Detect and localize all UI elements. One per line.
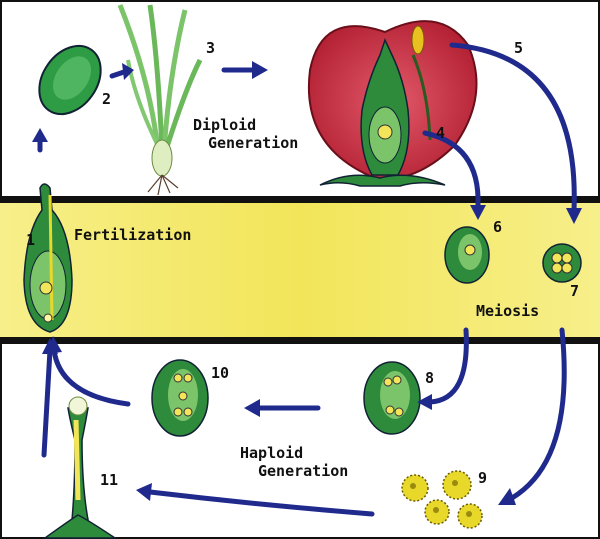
haploid-label-line1: Haploid bbox=[240, 444, 303, 462]
stage9-pollen-grains bbox=[401, 470, 483, 529]
stage-number-2: 2 bbox=[102, 90, 111, 108]
stage10-embryo-sac bbox=[151, 359, 209, 437]
stage-number-6: 6 bbox=[493, 218, 502, 236]
stage-number-8: 8 bbox=[425, 369, 434, 387]
stage-number-10: 10 bbox=[211, 364, 229, 382]
stage-number-5: 5 bbox=[514, 39, 523, 57]
stage2-seed bbox=[38, 44, 102, 116]
stage4-flower bbox=[307, 20, 478, 187]
stage3-seedling bbox=[117, 4, 203, 196]
meiosis-label: Meiosis bbox=[476, 302, 539, 320]
diploid-label-line2: Generation bbox=[208, 134, 298, 152]
fertilization-band bbox=[0, 200, 600, 340]
stage-number-4: 4 bbox=[436, 124, 445, 142]
stage-number-9: 9 bbox=[478, 469, 487, 487]
generation-labels: Diploid Generation Fertilization Meiosis… bbox=[74, 116, 539, 480]
stage7-anther-cell bbox=[542, 243, 582, 283]
stage1-fertilized-ovule bbox=[23, 183, 73, 333]
stage-number-1: 1 bbox=[26, 231, 35, 249]
stage-number-11: 11 bbox=[100, 471, 118, 489]
fertilization-label: Fertilization bbox=[74, 226, 191, 244]
stage8-haploid-ovule bbox=[363, 361, 421, 435]
band-bottom-border bbox=[0, 337, 600, 344]
haploid-label-line2: Generation bbox=[258, 462, 348, 480]
stage-number-3: 3 bbox=[206, 39, 215, 57]
band-top-border bbox=[0, 196, 600, 203]
cycle-arrows bbox=[32, 42, 582, 517]
stage11-pistil bbox=[42, 396, 118, 539]
diploid-label-line1: Diploid bbox=[193, 116, 256, 134]
stage-number-7: 7 bbox=[570, 282, 579, 300]
stage6-ovule bbox=[444, 226, 490, 284]
stage-number-labels: 1 2 3 4 5 6 7 8 9 10 11 bbox=[26, 39, 579, 489]
